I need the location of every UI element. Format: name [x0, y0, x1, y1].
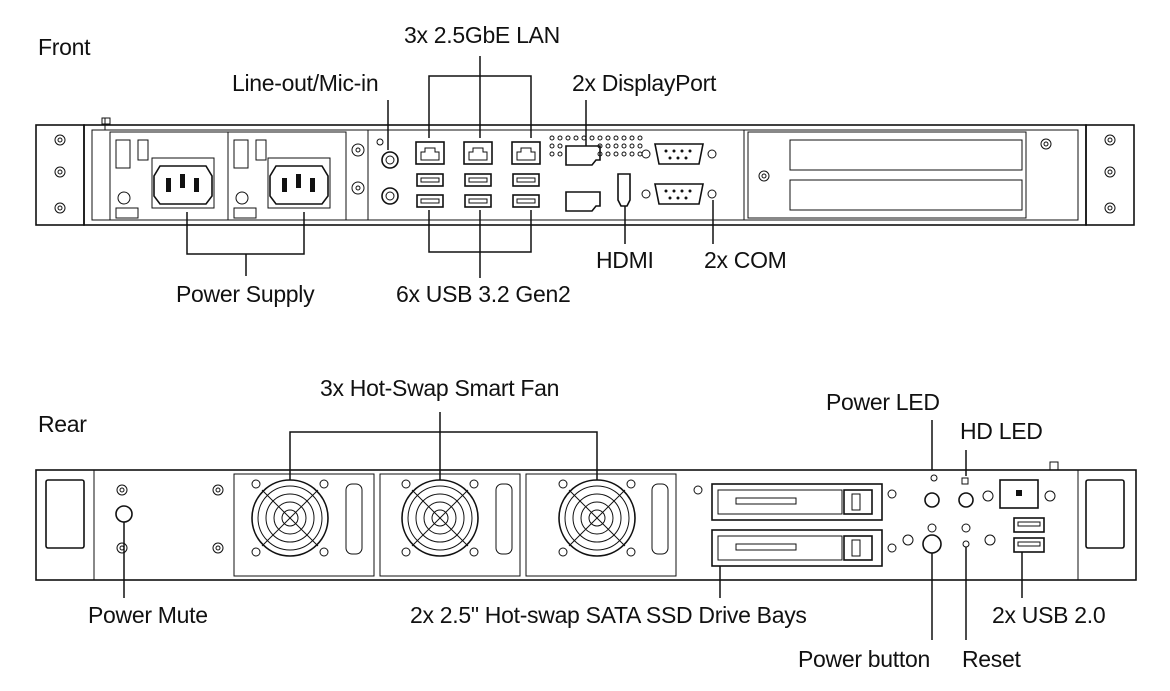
front-section-label: Front	[38, 34, 91, 60]
drive-bays	[693, 483, 897, 567]
fan-bays	[233, 473, 677, 577]
power-supply-2	[227, 131, 365, 221]
audio-label: Line-out/Mic-in	[232, 70, 379, 96]
hd-led-label: HD LED	[960, 418, 1043, 444]
hdmi-port	[617, 173, 631, 207]
power-supply-1	[109, 131, 229, 221]
usb-label: 6x USB 3.2 Gen2	[396, 281, 571, 307]
rear-panel	[35, 461, 1137, 581]
front-chassis	[83, 124, 1087, 226]
front-panel	[35, 117, 1135, 226]
com-ports	[641, 143, 717, 205]
power-mute-label: Power Mute	[88, 602, 208, 628]
front-controls	[902, 474, 1056, 554]
reset-label: Reset	[962, 646, 1021, 672]
displayport-label: 2x DisplayPort	[572, 70, 717, 96]
expansion-slot-mesh	[747, 131, 1052, 219]
power-mute-button	[115, 505, 133, 523]
displayports	[565, 145, 601, 212]
power-supply-label: Power Supply	[176, 281, 315, 307]
fans-label: 3x Hot-Swap Smart Fan	[320, 375, 560, 401]
usb2-label: 2x USB 2.0	[992, 602, 1106, 628]
power-led-label: Power LED	[826, 389, 940, 415]
rear-section-label: Rear	[38, 411, 87, 437]
drive-bays-label: 2x 2.5" Hot-swap SATA SSD Drive Bays	[410, 602, 807, 628]
lan-label: 3x 2.5GbE LAN	[404, 22, 560, 48]
usb-ports	[416, 173, 540, 208]
audio-jacks	[376, 138, 399, 205]
front-callouts	[186, 56, 714, 278]
rear-callouts	[123, 412, 1023, 640]
com-label: 2x COM	[704, 247, 787, 273]
lan-ports	[415, 141, 541, 165]
hdmi-label: HDMI	[596, 247, 654, 273]
power-button-label: Power button	[798, 646, 930, 672]
io-shield	[367, 129, 745, 221]
rear-chassis	[35, 469, 1137, 581]
